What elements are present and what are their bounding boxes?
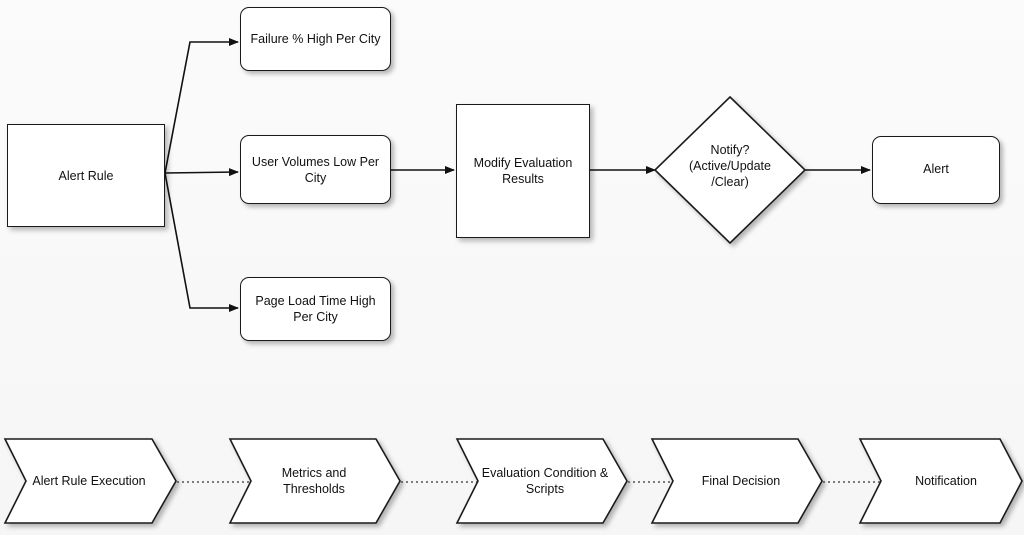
page-load-label: Page Load Time High Per City bbox=[255, 294, 376, 324]
stage-label-evaluation-condition: Evaluation Condition & Scripts bbox=[474, 439, 616, 523]
notify-line-1: Notify? bbox=[710, 143, 750, 157]
connector-to-page-load bbox=[164, 172, 239, 312]
notify-decision-label: Notify? (Active/Update /Clear) bbox=[670, 138, 790, 194]
stage-chevron-metrics-thresholds bbox=[228, 438, 401, 524]
user-volumes-node: User Volumes Low Per City bbox=[240, 135, 391, 204]
stage-chevron-notification bbox=[858, 438, 1023, 524]
stage-chevron-evaluation-condition bbox=[455, 438, 628, 524]
notify-line-2: (Active/Update bbox=[689, 159, 771, 173]
connector-to-user-volumes bbox=[164, 168, 239, 177]
stage-chevron-alert-rule-execution bbox=[3, 438, 177, 524]
stage-text: Notification bbox=[915, 474, 977, 488]
notify-line-3: /Clear) bbox=[711, 175, 749, 189]
stage-text: Final Decision bbox=[701, 474, 781, 488]
stage-text: Evaluation Condition & Scripts bbox=[481, 466, 609, 496]
modify-eval-node: Modify Evaluation Results bbox=[456, 104, 590, 238]
alert-rule-node: Alert Rule bbox=[7, 124, 165, 227]
stage-text: Alert Rule Execution bbox=[32, 474, 146, 488]
alert-rule-label: Alert Rule bbox=[58, 168, 114, 183]
user-volumes-label: User Volumes Low Per City bbox=[251, 154, 380, 185]
stage-label-notification: Notification bbox=[881, 439, 1011, 523]
failure-pct-node: Failure % High Per City bbox=[240, 7, 391, 71]
failure-pct-label: Failure % High Per City bbox=[250, 32, 381, 46]
modify-eval-label: Modify Evaluation Results bbox=[473, 156, 573, 186]
stage-text: Metrics and Thresholds bbox=[281, 466, 347, 496]
alert-node: Alert bbox=[872, 136, 1000, 204]
page-load-node: Page Load Time High Per City bbox=[240, 277, 391, 341]
stage-chevron-final-decision bbox=[650, 438, 823, 524]
alert-label: Alert bbox=[923, 162, 949, 176]
connector-to-failure bbox=[164, 38, 239, 174]
stage-label-final-decision: Final Decision bbox=[673, 439, 809, 523]
stage-label-alert-rule-execution: Alert Rule Execution bbox=[26, 439, 152, 523]
stage-label-metrics-thresholds: Metrics and Thresholds bbox=[256, 439, 372, 523]
notify-decision-diamond bbox=[653, 95, 807, 245]
